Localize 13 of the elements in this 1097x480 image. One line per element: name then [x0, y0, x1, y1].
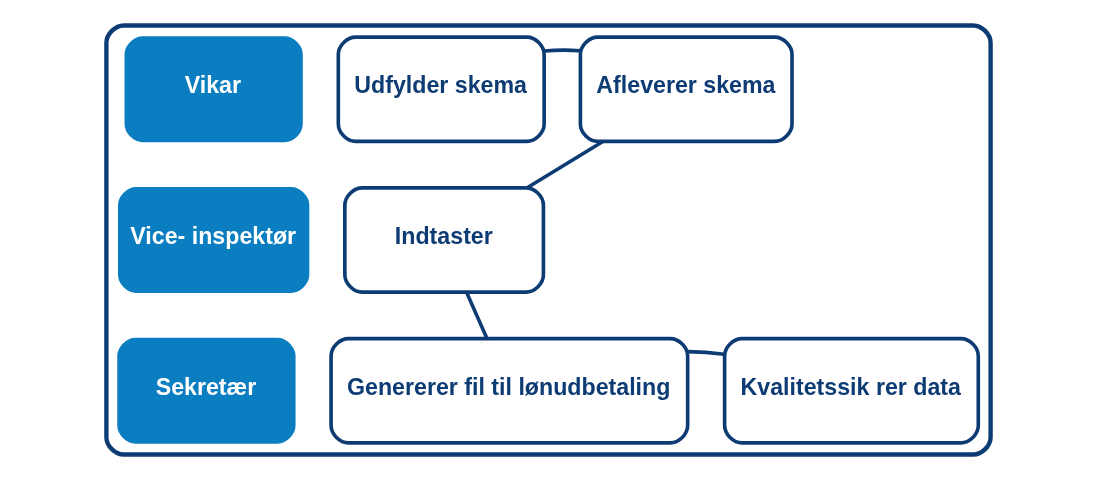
node-box: Indtaster	[343, 186, 546, 294]
cluster	[104, 23, 993, 457]
node-box: Vikar	[124, 36, 303, 143]
node-box: Afleverer skema	[578, 35, 794, 144]
connector	[687, 349, 725, 356]
connector	[544, 48, 581, 53]
connector	[526, 140, 604, 190]
node-box: Udfylder skema	[336, 35, 546, 144]
connector	[464, 291, 489, 340]
node-box: Sekretær	[117, 337, 296, 444]
node-box: Vice- inspektør	[118, 187, 310, 293]
node-box: Genererer fil til lønudbetaling	[329, 336, 690, 445]
node-box: Kvalitetssik rer data	[722, 336, 981, 445]
